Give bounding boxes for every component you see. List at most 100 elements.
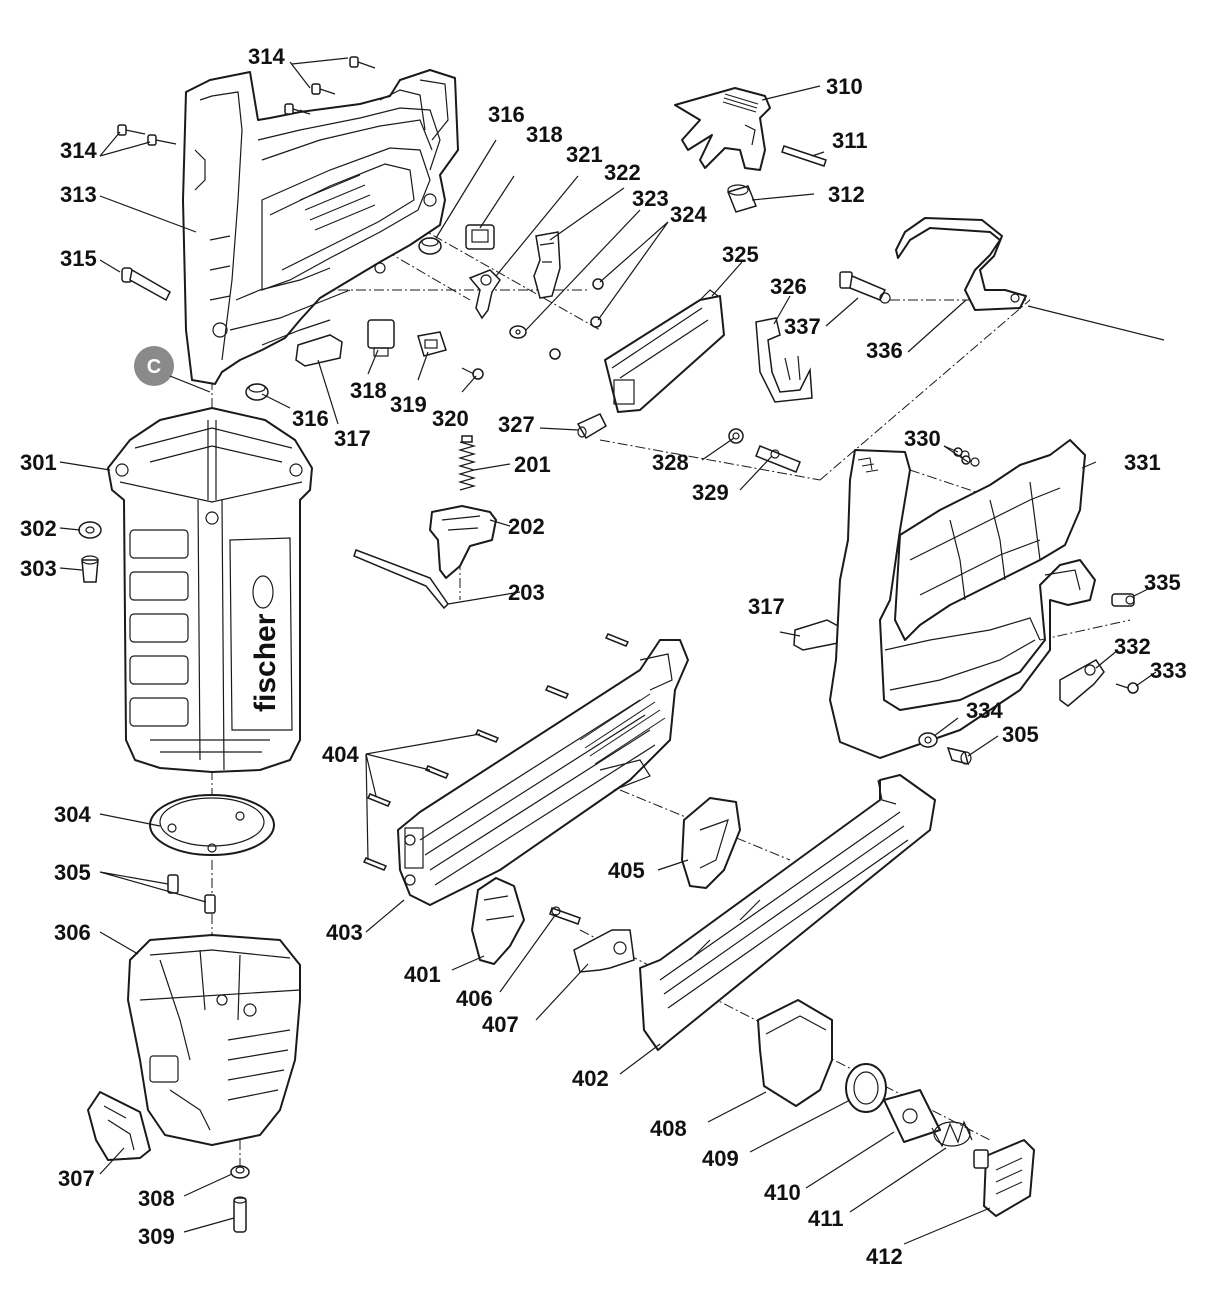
callout-333: 333 xyxy=(1150,658,1187,683)
callout-316: 316 xyxy=(488,102,525,127)
part-321-lever xyxy=(468,269,501,320)
part-407-bracket xyxy=(573,929,635,973)
callout-322: 322 xyxy=(604,160,641,185)
section-marker-label: C xyxy=(147,356,161,378)
callout-326: 326 xyxy=(770,274,807,299)
part-319-clip xyxy=(417,331,447,357)
callout-329: 329 xyxy=(692,480,729,505)
part-333-screw xyxy=(1115,682,1139,694)
callout-315: 315 xyxy=(60,246,97,271)
callout-labels: 314 314 313 315 316 318 321 322 323 324 … xyxy=(20,44,1187,1269)
part-405-follower xyxy=(681,797,741,889)
part-329-pin xyxy=(755,445,801,473)
callout-202: 202 xyxy=(508,514,545,539)
callout-409: 409 xyxy=(702,1146,739,1171)
callout-412: 412 xyxy=(866,1244,903,1269)
callout-317: 317 xyxy=(748,594,785,619)
part-314-screws xyxy=(117,56,376,146)
callout-325: 325 xyxy=(722,242,759,267)
part-332-lever xyxy=(1059,659,1105,707)
callout-404: 404 xyxy=(322,742,359,767)
callout-330: 330 xyxy=(904,426,941,451)
callout-301: 301 xyxy=(20,450,57,475)
part-325-module xyxy=(604,289,725,413)
part-327-plug xyxy=(576,413,607,440)
callout-311: 311 xyxy=(832,128,868,153)
callout-324: 324 xyxy=(670,202,707,227)
part-316-cap-upper xyxy=(418,237,442,255)
callout-334: 334 xyxy=(966,698,1003,723)
callout-310: 310 xyxy=(826,74,863,99)
part-203-rod xyxy=(353,549,449,610)
screw-314-5 xyxy=(147,134,177,146)
part-306-lower-housing xyxy=(127,934,301,1146)
part-411-spring xyxy=(931,1120,973,1148)
callout-303: 303 xyxy=(20,556,57,581)
callout-309: 309 xyxy=(138,1224,175,1249)
brand-logo: fischer xyxy=(249,613,282,712)
part-315-pin xyxy=(121,267,171,302)
screw-314-3 xyxy=(284,103,311,115)
screw-314-2 xyxy=(311,83,336,95)
part-403-magazine-rail xyxy=(397,639,689,906)
callout-304: 304 xyxy=(54,802,91,827)
callout-305: 305 xyxy=(1002,722,1039,747)
callout-313: 313 xyxy=(60,182,97,207)
callout-320: 320 xyxy=(432,406,469,431)
part-320-screw xyxy=(461,367,484,380)
callout-305: 305 xyxy=(54,860,91,885)
callout-302: 302 xyxy=(20,516,57,541)
part-323-washer xyxy=(509,325,527,339)
callout-406: 406 xyxy=(456,986,493,1011)
callout-203: 203 xyxy=(508,580,545,605)
part-304-base-plate xyxy=(149,794,275,856)
part-301-main-housing xyxy=(107,407,313,773)
callout-337: 337 xyxy=(784,314,821,339)
part-202-valve-body xyxy=(429,505,497,579)
part-313-upper-housing xyxy=(182,69,459,385)
screw-314-1 xyxy=(349,56,376,69)
part-310-trigger xyxy=(674,87,771,171)
part-308-nut xyxy=(230,1165,250,1179)
part-309-screw xyxy=(233,1196,247,1233)
part-305-screw-right xyxy=(946,746,972,766)
callout-307: 307 xyxy=(58,1166,95,1191)
part-409-ring xyxy=(845,1063,887,1113)
callout-407: 407 xyxy=(482,1012,519,1037)
callout-403: 403 xyxy=(326,920,363,945)
callout-411: 411 xyxy=(808,1206,844,1231)
part-410-plate xyxy=(883,1089,941,1143)
callout-312: 312 xyxy=(828,182,865,207)
callout-328: 328 xyxy=(652,450,689,475)
part-316-cap-lower xyxy=(245,383,269,401)
callout-318: 318 xyxy=(526,122,563,147)
part-335-screw xyxy=(1111,593,1135,607)
part-318-switch-lower xyxy=(367,319,395,357)
part-307-shoe xyxy=(87,1091,151,1161)
part-317-pad-upper xyxy=(295,334,343,367)
part-318-switch-upper xyxy=(465,224,495,250)
callout-327: 327 xyxy=(498,412,535,437)
callout-331: 331 xyxy=(1124,450,1161,475)
part-305-screws-left xyxy=(167,874,216,914)
callout-405: 405 xyxy=(608,858,645,883)
part-401-latch xyxy=(471,877,525,965)
part-408-cover xyxy=(757,999,833,1107)
callout-201: 201 xyxy=(514,452,551,477)
callout-321: 321 xyxy=(566,142,603,167)
callout-316: 316 xyxy=(292,406,329,431)
part-322-trigger-plate xyxy=(533,231,561,299)
callout-408: 408 xyxy=(650,1116,687,1141)
callout-319: 319 xyxy=(390,392,427,417)
part-201-spring xyxy=(457,435,477,491)
callout-410: 410 xyxy=(764,1180,801,1205)
leader-lines xyxy=(59,57,1165,1245)
callout-335: 335 xyxy=(1144,570,1181,595)
callout-308: 308 xyxy=(138,1186,175,1211)
callout-323: 323 xyxy=(632,186,669,211)
callout-306: 306 xyxy=(54,920,91,945)
part-328-nut xyxy=(728,428,744,444)
part-412-end-cap xyxy=(973,1139,1035,1217)
callout-336: 336 xyxy=(866,338,903,363)
